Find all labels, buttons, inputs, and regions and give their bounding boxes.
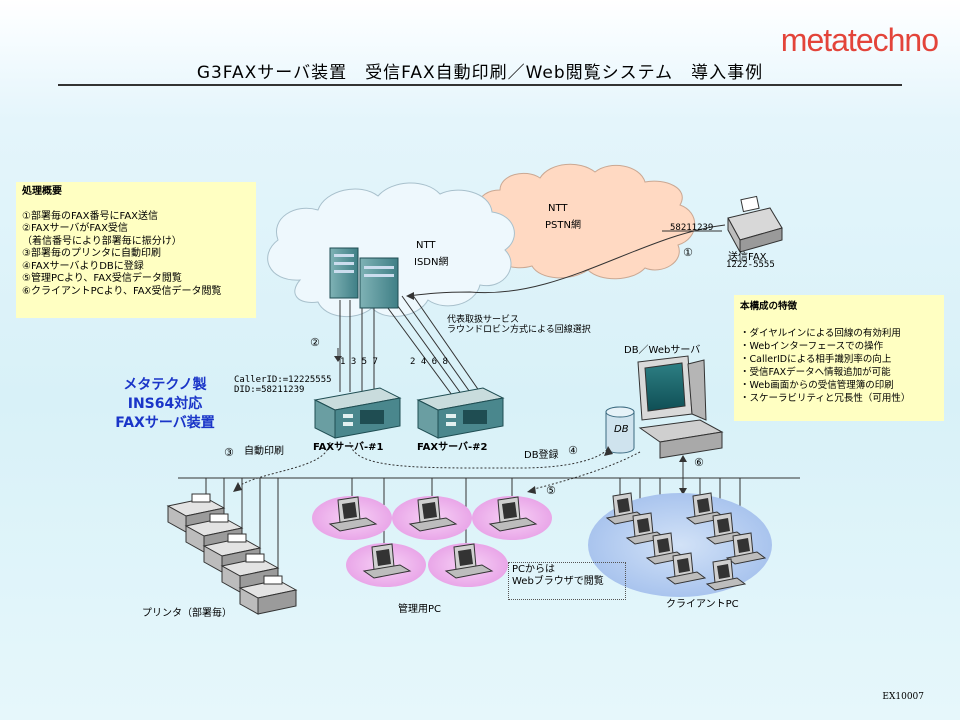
title-underline xyxy=(58,84,902,86)
feature-item: ・CallerIDによる相手識別率の向上 xyxy=(740,354,892,365)
client-pcs xyxy=(588,492,772,597)
step-3-marker: ③ xyxy=(224,446,234,459)
step-4-marker: ④ xyxy=(568,444,578,457)
summary-heading: 処理概要 xyxy=(22,186,62,197)
feature-item: ・ダイヤルインによる回線の有効利用 xyxy=(740,328,901,339)
product-label: メタテクノ製 INS64対応 FAXサーバ装置 xyxy=(90,376,240,433)
db-web-server-label: DB／Webサーバ xyxy=(624,345,701,356)
browser-note: PCからは Webブラウザで閲覧 xyxy=(508,562,626,600)
client-pc-label: クライアントPC xyxy=(666,599,739,610)
sender-fax-number: 1222-5555 xyxy=(726,260,775,270)
pstn-cloud xyxy=(477,163,696,280)
call-route-line xyxy=(407,224,726,297)
step-6-marker: ⑥ xyxy=(694,456,704,469)
admin-pcs xyxy=(312,496,552,587)
fax-server-1-device xyxy=(313,387,402,439)
admin-pc-label: 管理用PC xyxy=(398,604,442,615)
product-line: メタテクノ製 xyxy=(123,377,207,393)
db-register-label: DB登録 xyxy=(524,450,559,461)
page-title: G3FAXサーバ装置 受信FAX自動印刷／Web閲覧システム 導入事例 xyxy=(196,63,764,83)
db-web-server-device xyxy=(605,355,724,459)
fax-server-2-device xyxy=(416,387,505,439)
isdn-cloud-label-2: ISDN網 xyxy=(414,257,449,268)
feature-item: ・受信FAXデータへ情報追加が可能 xyxy=(740,367,891,378)
summary-item: ⑤管理PCより、FAX受信データ閲覧 xyxy=(22,273,182,284)
did-label: DID:=58211239 xyxy=(234,385,305,395)
rep-service-method: ラウンドロビン方式による回線選択 xyxy=(447,325,591,335)
isdn-cloud-label-1: NTT xyxy=(416,240,436,251)
summary-item: ⑥クライアントPCより、FAX受信データ閲覧 xyxy=(22,285,222,297)
metatechno-logo: metatechno xyxy=(780,22,939,58)
line-numbers-server-2: 2 4 6 8 xyxy=(410,357,448,367)
summary-item: （着信番号により部署毎に振分け） xyxy=(22,235,182,247)
line-numbers-server-1: 1 3 5 7 xyxy=(340,357,378,367)
summary-item: ②FAXサーバがFAX受信 xyxy=(22,223,128,234)
caller-id-label: CallerID:=12225555 xyxy=(234,375,332,385)
product-line: FAXサーバ装置 xyxy=(115,415,215,431)
pstn-cloud-label-2: PSTN網 xyxy=(545,220,581,231)
db-label: DB xyxy=(614,424,629,435)
feature-item: ・Webインターフェースでの操作 xyxy=(740,341,884,352)
browser-note-line: PCからは xyxy=(512,564,556,575)
flow-arrows xyxy=(235,441,641,491)
product-line: INS64対応 xyxy=(127,396,203,412)
feature-item: ・Web画面からの受信管理簿の印刷 xyxy=(740,380,894,391)
step-5-marker: ⑤ xyxy=(546,484,556,497)
isdn-lines xyxy=(339,293,483,396)
fax-server-2-label: FAXサーバ-#2 xyxy=(417,442,488,453)
dialed-fax-number: 58211239 xyxy=(670,223,714,233)
printer-label: プリンタ（部署毎） xyxy=(142,608,232,619)
process-summary-box: 処理概要 ①部署毎のFAX番号にFAX送信 ②FAXサーバがFAX受信 （着信番… xyxy=(16,182,256,318)
summary-item: ④FAXサーバよりDBに登録 xyxy=(22,260,144,272)
browser-note-line: Webブラウザで閲覧 xyxy=(512,576,604,587)
pstn-cloud-label-1: NTT xyxy=(548,203,568,214)
auto-print-label: 自動印刷 xyxy=(244,446,284,457)
sender-fax-label: 送信FAX xyxy=(728,252,767,263)
rep-service-label: 代表取扱サービス xyxy=(447,315,520,325)
printers xyxy=(166,493,298,615)
fax-server-1-label: FAXサーバ-#1 xyxy=(313,442,384,453)
feature-item: ・スケーラビリティと冗長性（可用性） xyxy=(740,393,911,404)
features-box: 本構成の特徴 ・ダイヤルインによる回線の有効利用 ・Webインターフェースでの操… xyxy=(734,295,944,421)
isdn-exchange xyxy=(329,247,399,309)
document-code: EX10007 xyxy=(882,692,924,702)
step-1-marker: ① xyxy=(683,246,693,259)
summary-item: ①部署毎のFAX番号にFAX送信 xyxy=(22,210,159,222)
step-2-marker: ② xyxy=(310,336,320,349)
sender-fax-machine xyxy=(727,195,783,253)
summary-item: ③部署毎のプリンタに自動印刷 xyxy=(22,248,161,259)
features-heading: 本構成の特徴 xyxy=(740,301,798,312)
